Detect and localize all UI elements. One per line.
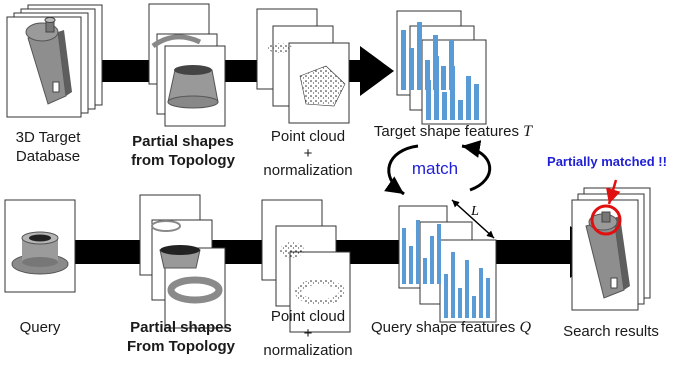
feature-bar: [430, 236, 434, 284]
query-hat-model: [4, 199, 76, 293]
db-caption-line1: 3D Target: [15, 129, 81, 146]
partial-shapes-bottom-stack: [139, 194, 226, 329]
wrench-part-model: [25, 17, 72, 105]
pc-bottom-line3: normalization: [263, 342, 353, 359]
feature-bar: [458, 100, 463, 120]
feature-bar: [409, 48, 414, 90]
feature-bar: [437, 224, 441, 284]
query-feature-bars: [402, 220, 490, 318]
feature-bar: [474, 84, 479, 120]
feature-bar: [450, 66, 455, 120]
pc-bottom-line1: Point cloud: [270, 308, 346, 325]
feature-bar: [486, 278, 490, 318]
feature-bar: [444, 274, 448, 318]
point-cloud-bottom-stack: [261, 199, 351, 333]
feature-bar: [451, 252, 455, 318]
feature-bar: [402, 228, 406, 284]
feature-bar: [425, 60, 430, 90]
partial-bottom-line2: From Topology: [126, 338, 236, 355]
partial-top-caption: Partial shapes from Topology: [128, 132, 238, 170]
partial-top-line1: Partial shapes: [132, 133, 234, 150]
distance-arrow-head-start: [451, 199, 495, 239]
feature-bar: [434, 56, 439, 120]
match-pointer-arrow: [606, 179, 621, 205]
query-features-var: Q: [519, 319, 531, 336]
pc-top-caption: Point cloud + normalization: [252, 128, 364, 179]
target-features-var: T: [523, 123, 533, 140]
partial-bottom-line1: Partial shapes: [130, 319, 232, 336]
pc-top-line3: normalization: [263, 162, 353, 179]
query-features-caption: Query shape features Q: [366, 318, 536, 337]
match-loop: [384, 140, 492, 196]
feature-bar: [465, 260, 469, 318]
partial-shapes-top-stack: [148, 3, 226, 127]
feature-bar: [479, 268, 483, 318]
target-feature-bars: [401, 22, 479, 120]
match-highlight-circle: [590, 204, 622, 236]
db-caption-line2: Database: [15, 148, 81, 165]
feature-bar: [458, 288, 462, 318]
point-cloud-top-stack: [256, 8, 350, 124]
results-caption: Search results: [563, 323, 659, 340]
feature-bar: [472, 296, 476, 318]
pc-bottom-line2: +: [303, 325, 313, 342]
target-features-caption: Target shape features T: [368, 122, 538, 141]
partial-bottom-caption: Partial shapes From Topology: [122, 318, 240, 356]
target-features-text: Target shape features: [373, 123, 519, 140]
feature-bar: [442, 92, 447, 120]
query-features-text: Query shape features: [371, 319, 516, 336]
feature-bar: [417, 22, 422, 90]
db-caption: 3D Target Database: [2, 128, 94, 166]
feature-bar: [449, 40, 454, 90]
feature-bar: [416, 220, 420, 284]
feature-bar: [441, 66, 446, 90]
partial-top-line2: from Topology: [131, 152, 235, 169]
distance-label: L: [470, 204, 479, 219]
feature-bar: [401, 30, 406, 90]
result-wrench-model: [585, 211, 630, 299]
feature-bar: [423, 258, 427, 284]
pc-bottom-caption: Point cloud + normalization: [252, 308, 364, 359]
feature-bar: [426, 80, 431, 120]
feature-bar: [409, 246, 413, 284]
pc-top-line1: Point cloud: [270, 128, 346, 145]
match-label: match: [412, 159, 458, 178]
pc-top-line2: +: [303, 145, 313, 162]
feature-bar: [466, 76, 471, 120]
partially-matched-label: Partially matched !!: [547, 154, 667, 169]
query-caption: Query: [19, 319, 61, 336]
